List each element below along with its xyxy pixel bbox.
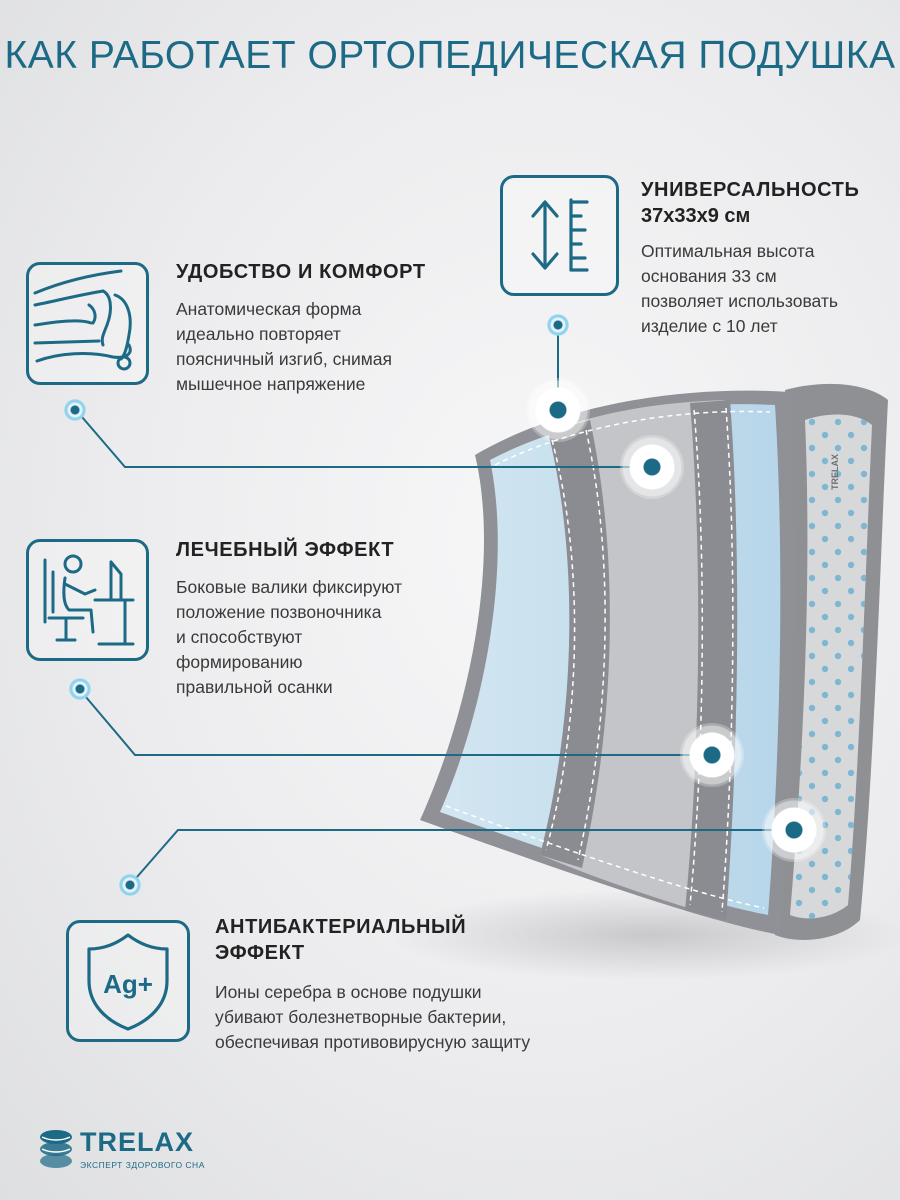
universal-line: позволяет использовать bbox=[641, 291, 839, 311]
ag-label: Ag+ bbox=[103, 969, 153, 999]
universal-text: Оптимальная высота основания 33 см позво… bbox=[641, 239, 838, 339]
pillow-side-label: TRELAX bbox=[830, 454, 840, 490]
page-title: КАК РАБОТАЕТ ОРТОПЕДИЧЕСКАЯ ПОДУШКА bbox=[4, 34, 896, 77]
brand-mark-icon bbox=[40, 1130, 72, 1168]
comfort-title: УДОБСТВО И КОМФОРТ bbox=[176, 261, 426, 283]
marker-antibacterial bbox=[119, 874, 141, 896]
antibacterial-title: АНТИБАКТЕРИАЛЬНЫЙ ЭФФЕКТ bbox=[215, 914, 466, 966]
universal-line: основания 33 см bbox=[641, 266, 777, 286]
antibacterial-text: Ионы серебра в основе подушки убивают бо… bbox=[215, 980, 530, 1055]
car-seat-icon bbox=[26, 262, 149, 385]
brand-name: TRELAX bbox=[80, 1127, 194, 1157]
person-at-desk-icon bbox=[26, 539, 149, 661]
universal-line: изделие с 10 лет bbox=[641, 316, 778, 336]
therapy-line: правильной осанки bbox=[176, 677, 333, 697]
antibacterial-title-line: ЭФФЕКТ bbox=[215, 942, 305, 964]
hotspot-universal[interactable] bbox=[526, 378, 590, 442]
comfort-line: Анатомическая форма bbox=[176, 299, 362, 319]
connector-antibacterial bbox=[129, 829, 795, 886]
universal-title: УНИВЕРСАЛЬНОСТЬ bbox=[641, 179, 860, 201]
connector-comfort bbox=[75, 409, 652, 468]
therapy-line: и способствуют bbox=[176, 627, 303, 647]
universal-line: Оптимальная высота bbox=[641, 241, 815, 261]
antibacterial-line: Ионы серебра в основе подушки bbox=[215, 982, 482, 1002]
comfort-line: идеально повторяет bbox=[176, 324, 341, 344]
comfort-line: поясничный изгиб, снимая bbox=[176, 349, 393, 369]
marker-universal bbox=[547, 314, 569, 336]
silver-shield-icon: Ag+ bbox=[66, 920, 190, 1042]
therapy-title: ЛЕЧЕБНЫЙ ЭФФЕКТ bbox=[176, 539, 395, 561]
connector-therapy bbox=[79, 689, 712, 756]
height-ruler-icon bbox=[500, 175, 619, 296]
therapy-line: положение позвоночника bbox=[176, 602, 382, 622]
therapy-line: Боковые валики фиксируют bbox=[176, 577, 402, 597]
therapy-text: Боковые валики фиксируют положение позво… bbox=[176, 575, 402, 700]
universal-size: 37x33x9 см bbox=[641, 205, 751, 227]
antibacterial-title-line: АНТИБАКТЕРИАЛЬНЫЙ bbox=[215, 916, 467, 938]
hotspot-antibacterial[interactable] bbox=[762, 798, 826, 862]
therapy-line: формированию bbox=[176, 652, 303, 672]
hotspot-therapy[interactable] bbox=[680, 723, 744, 787]
marker-comfort bbox=[64, 399, 86, 421]
antibacterial-line: убивают болезнетворные бактерии, bbox=[215, 1007, 507, 1027]
marker-therapy bbox=[69, 678, 91, 700]
antibacterial-line: обеспечивая противовирусную защиту bbox=[215, 1032, 531, 1052]
comfort-line: мышечное напряжение bbox=[176, 374, 366, 394]
comfort-text: Анатомическая форма идеально повторяет п… bbox=[176, 297, 392, 397]
brand-tagline: ЭКСПЕРТ ЗДОРОВОГО СНА bbox=[80, 1160, 205, 1170]
hotspot-comfort[interactable] bbox=[620, 435, 684, 499]
